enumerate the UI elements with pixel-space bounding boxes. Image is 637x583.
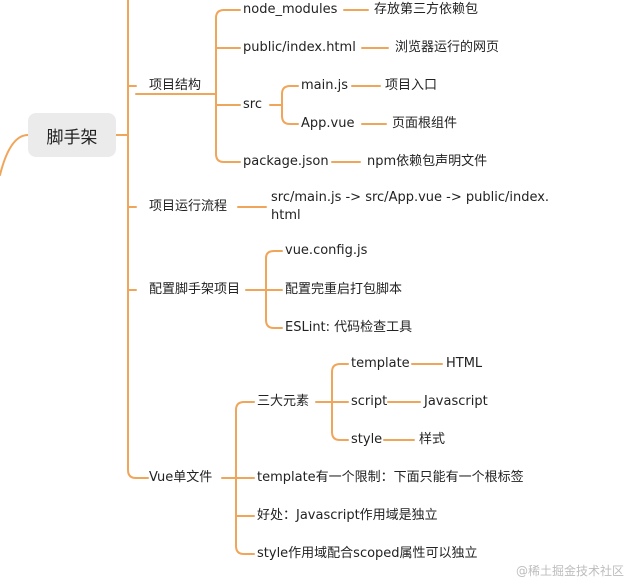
node-style-scoped[interactable]: style作用域配合scoped属性可以独立 [257,546,478,561]
node-app-vue[interactable]: App.vue [301,116,355,131]
watermark: @稀土掘金技术社区 [516,564,625,578]
note-style[interactable]: 样式 [419,432,446,447]
root-label: 脚手架 [46,127,98,148]
root-node[interactable]: 脚手架 [28,113,116,157]
branch-project-structure[interactable]: 项目结构 [149,78,202,93]
node-js-scope[interactable]: 好处：Javascript作用域是独立 [257,508,438,523]
connector-root-left [0,134,29,176]
node-restart-build[interactable]: 配置完重启打包脚本 [285,282,403,297]
connector-trunk [127,0,137,479]
node-vue-config[interactable]: vue.config.js [285,243,368,258]
node-src[interactable]: src [243,97,262,112]
note-main-js[interactable]: 项目入口 [385,78,438,93]
node-script[interactable]: script [351,394,388,409]
branch-vue-sfc[interactable]: Vue单文件 [149,470,213,485]
note-node-modules[interactable]: 存放第三方依赖包 [374,2,479,17]
branch-run-flow[interactable]: 项目运行流程 [149,199,228,214]
node-run-flow-path[interactable]: src/main.js -> src/App.vue -> public/ind… [271,190,550,223]
note-app-vue[interactable]: 页面根组件 [392,116,458,131]
note-public-index[interactable]: 浏览器运行的网页 [395,40,500,55]
node-three-elements[interactable]: 三大元素 [257,394,310,409]
node-node-modules[interactable]: node_modules [243,2,338,17]
note-package-json[interactable]: npm依赖包声明文件 [367,154,488,169]
note-template[interactable]: HTML [446,356,483,371]
branch-config-project[interactable]: 配置脚手架项目 [149,282,241,297]
node-main-js[interactable]: main.js [301,78,348,93]
node-public-index[interactable]: public/index.html [243,40,356,55]
node-eslint[interactable]: ESLint: 代码检查工具 [285,320,413,335]
note-script[interactable]: Javascript [424,394,488,409]
node-template-limit[interactable]: template有一个限制：下面只能有一个根标签 [257,470,524,485]
node-style[interactable]: style [351,432,383,447]
node-template[interactable]: template [351,356,410,371]
node-package-json[interactable]: package.json [243,154,329,169]
